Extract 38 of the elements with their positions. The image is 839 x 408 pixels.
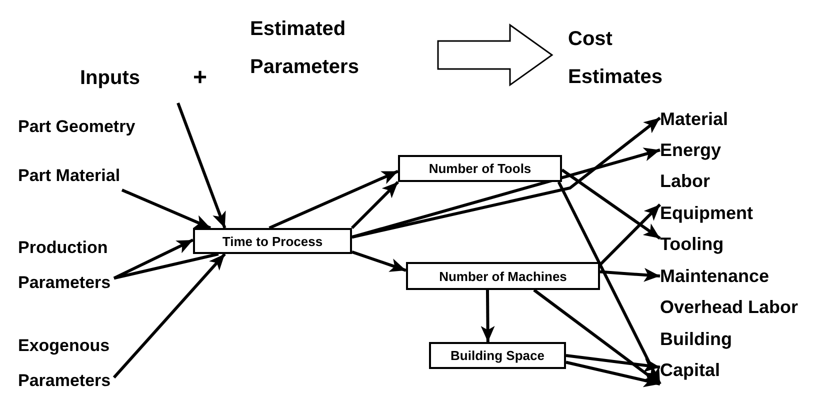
arrow <box>352 148 660 239</box>
node-label: Tooling <box>660 233 724 256</box>
node-label: Cost Estimates <box>568 27 664 90</box>
node-label: Material <box>660 108 728 131</box>
block-arrow <box>437 24 554 86</box>
arrow <box>566 354 660 372</box>
arrow <box>561 168 661 240</box>
arrow <box>176 102 226 229</box>
process-box: Building Space <box>429 342 566 369</box>
node-label: Building <box>660 328 732 351</box>
node-label: Maintenance <box>660 265 770 288</box>
arrow <box>121 188 212 230</box>
node-label: Production Parameters <box>18 237 112 294</box>
arrow <box>350 180 400 230</box>
arrow <box>598 204 662 266</box>
arrow <box>533 288 661 386</box>
node-label: Capital <box>660 359 720 382</box>
arrow <box>557 181 662 385</box>
arrow <box>352 250 406 272</box>
arrow <box>268 170 399 230</box>
process-box: Time to Process <box>193 228 352 254</box>
arrow <box>600 268 660 282</box>
node-label: Energy <box>660 139 722 162</box>
node-label: Equipment <box>660 202 753 225</box>
process-box: Number of Machines <box>406 262 600 290</box>
arrow <box>480 290 495 342</box>
node-label: Part Material <box>18 165 120 187</box>
node-label: Overhead Labor <box>660 296 798 319</box>
node-label: Estimated Parameters <box>250 17 360 80</box>
arrow <box>113 238 194 280</box>
arrow <box>566 360 660 388</box>
process-box: Number of Tools <box>398 155 562 182</box>
node-label: Labor <box>660 170 710 193</box>
plus-sign: + <box>193 64 208 92</box>
node-label: Exogenous Parameters <box>18 335 112 392</box>
arrow <box>112 253 226 378</box>
node-label: Inputs <box>80 66 140 91</box>
node-label: Part Geometry <box>18 116 136 138</box>
